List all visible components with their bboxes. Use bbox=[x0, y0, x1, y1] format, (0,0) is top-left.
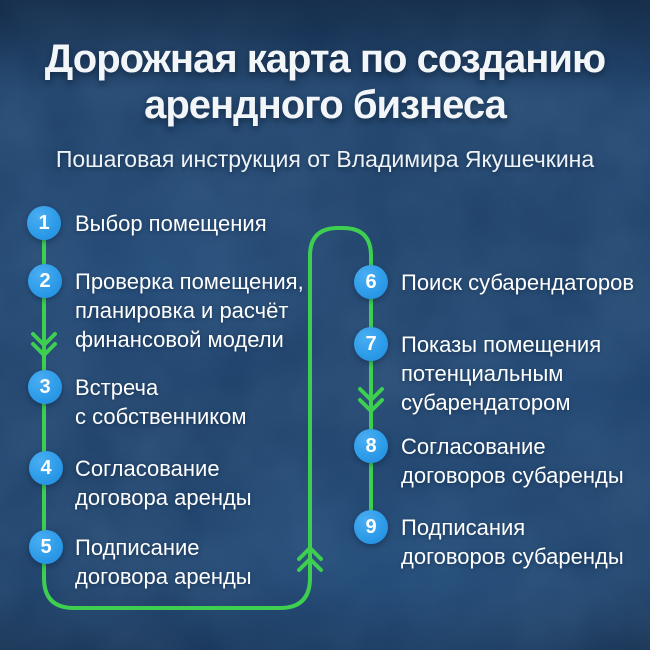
step-number: 6 bbox=[365, 270, 377, 293]
step-badge-9: 9 bbox=[354, 510, 388, 544]
step-label-2: Проверка помещения, планировка и расчёт … bbox=[75, 269, 304, 352]
step-badge-3: 3 bbox=[28, 370, 62, 404]
step-label-9: Подписания договоров субаренды bbox=[401, 515, 624, 569]
step-badge-5: 5 bbox=[29, 530, 63, 564]
step-number: 8 bbox=[365, 434, 377, 457]
step-badge-1: 1 bbox=[27, 206, 61, 240]
step-number: 9 bbox=[365, 515, 377, 538]
step-label-5: Подписание договора аренды bbox=[75, 535, 252, 589]
route-line bbox=[42, 221, 373, 610]
step-label-1: Выбор помещения bbox=[75, 211, 267, 236]
arrow-down-icon bbox=[358, 387, 384, 413]
step-badge-8: 8 bbox=[354, 429, 388, 463]
step-number: 2 bbox=[39, 269, 51, 292]
step-badge-4: 4 bbox=[29, 451, 63, 485]
step-label-6: Поиск субарендаторов bbox=[401, 270, 635, 295]
arrow-up-icon bbox=[297, 546, 323, 572]
step-label-4: Согласование договора аренды bbox=[75, 456, 252, 510]
step-label-8: Согласование договоров субаренды bbox=[401, 434, 624, 488]
step-badge-2: 2 bbox=[28, 264, 62, 298]
step-number: 3 bbox=[39, 375, 51, 398]
step-label-3: Встреча с собственником bbox=[75, 375, 247, 429]
step-number: 1 bbox=[38, 211, 50, 234]
step-number: 4 bbox=[40, 456, 52, 479]
arrow-down-icon bbox=[31, 332, 57, 357]
step-badge-6: 6 bbox=[354, 265, 388, 299]
step-badge-7: 7 bbox=[354, 327, 388, 361]
step-number: 5 bbox=[40, 535, 52, 558]
page-title: Дорожная карта по созданию арендного биз… bbox=[44, 37, 606, 127]
step-label-7: Показы помещения потенциальным субаренда… bbox=[401, 332, 602, 415]
page-subtitle: Пошаговая инструкция от Владимира Якушеч… bbox=[55, 146, 595, 172]
step-number: 7 bbox=[365, 332, 377, 355]
